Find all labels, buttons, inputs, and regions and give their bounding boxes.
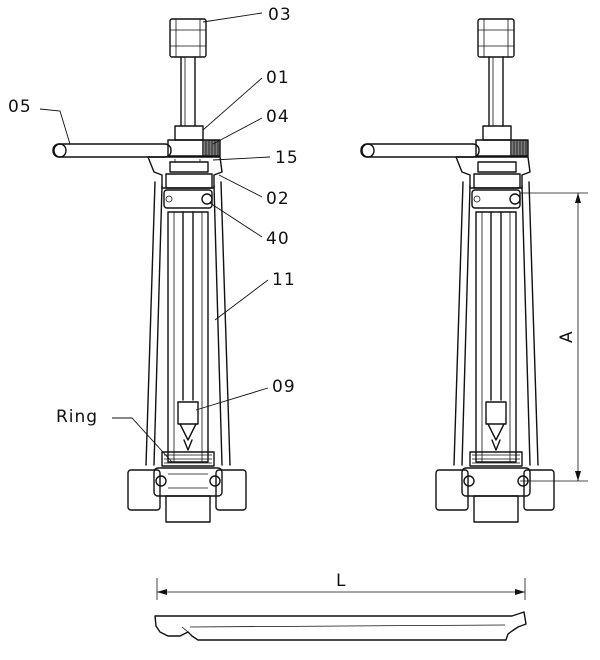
label-01: 01 [266, 68, 290, 88]
ring [161, 451, 215, 467]
label-11: 11 [272, 270, 296, 290]
label-04: 04 [266, 107, 290, 127]
right-assembly-view [360, 18, 555, 523]
dimension-l [156, 578, 526, 600]
hex-nut-03 [169, 18, 207, 58]
callout-leaders [39, 12, 271, 463]
label-40: 40 [266, 229, 290, 249]
connector-40 [163, 189, 213, 209]
left-assembly-view [52, 18, 247, 523]
bottom-fitting [127, 467, 247, 523]
needle-09 [177, 401, 199, 451]
collar-01 [174, 125, 204, 141]
label-05: 05 [8, 97, 32, 117]
label-ring: Ring [56, 407, 98, 427]
stem [180, 56, 196, 127]
label-03: 03 [268, 5, 292, 25]
handle-05 [52, 143, 172, 158]
spanner-tool-side-view [154, 611, 527, 641]
label-15: 15 [275, 148, 299, 168]
dimension-a-label: A [557, 330, 577, 343]
dimension-a [520, 192, 588, 482]
head-02 [147, 156, 223, 189]
dimension-l-label: L [336, 571, 346, 591]
label-02: 02 [266, 189, 290, 209]
gear-04 [167, 139, 221, 157]
tube-body-11 [145, 181, 231, 466]
label-09: 09 [272, 377, 296, 397]
